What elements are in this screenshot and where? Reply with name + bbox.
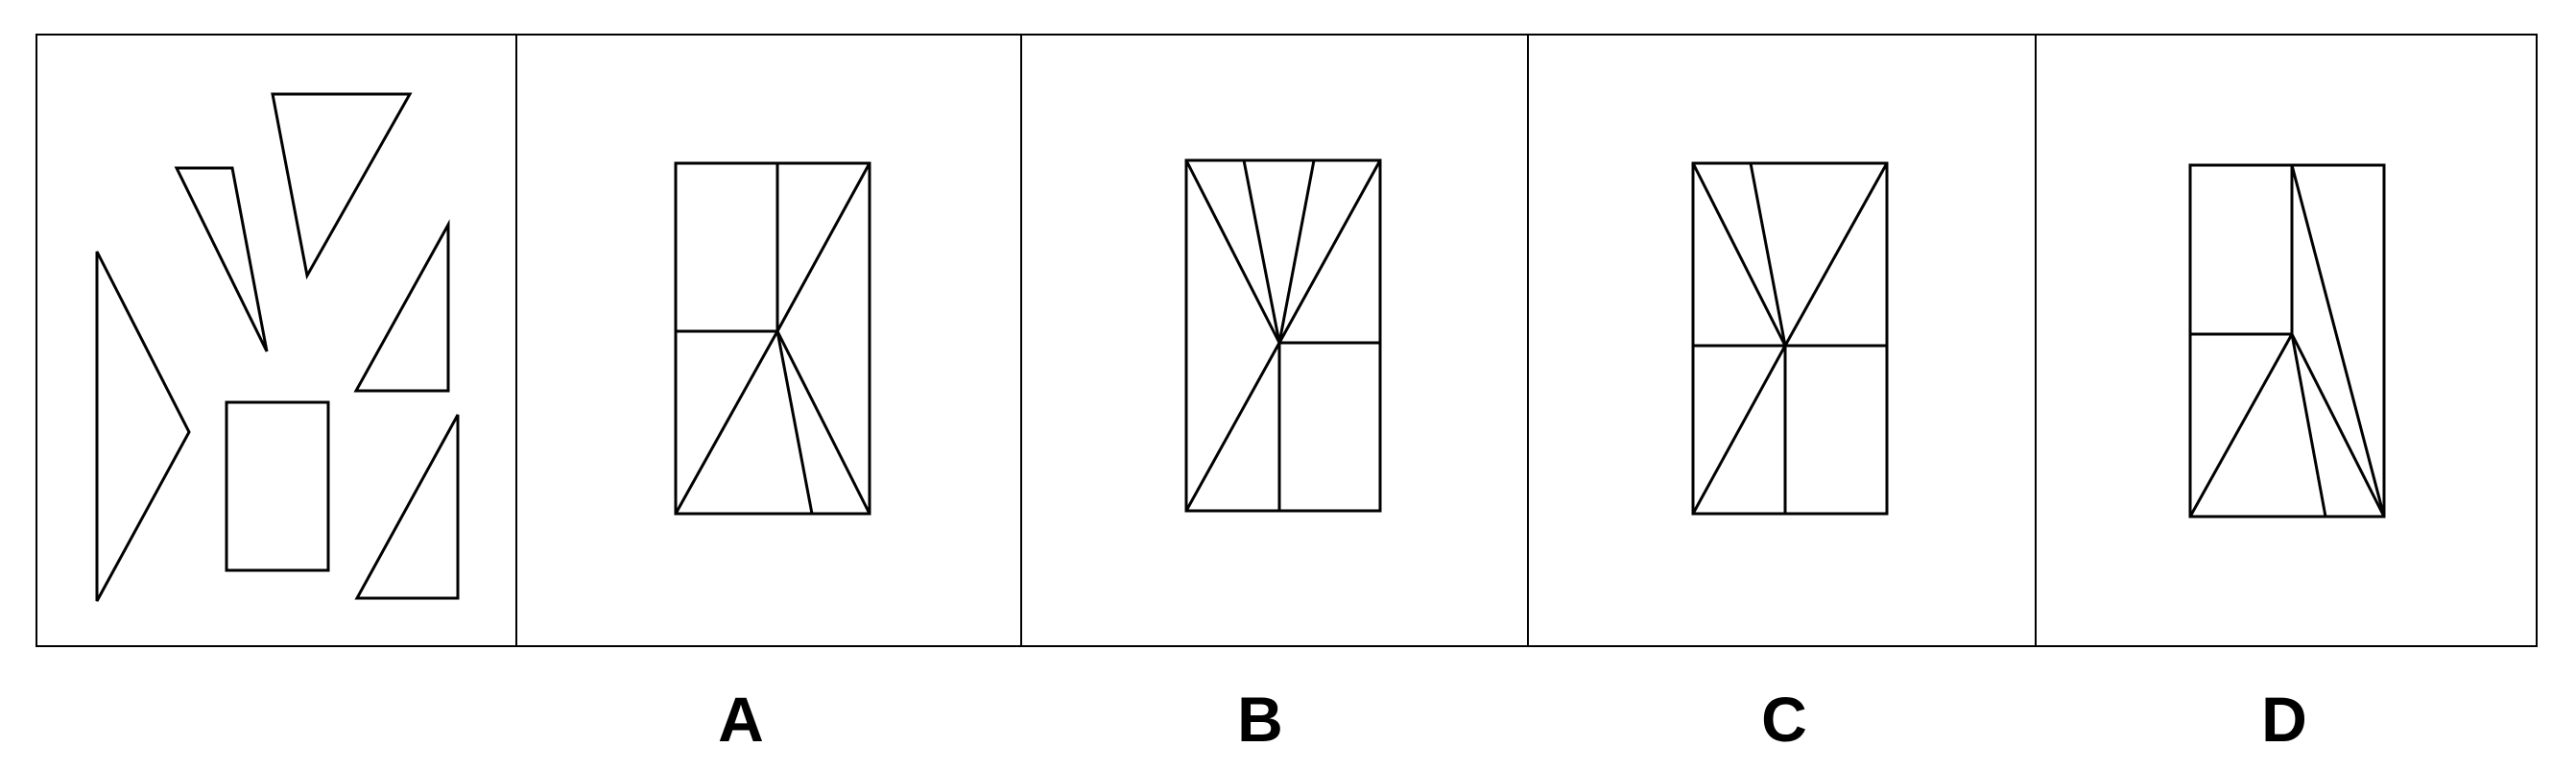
option-c-segment	[1783, 162, 1889, 347]
option-c-figure	[1691, 161, 1889, 516]
option-b-outline	[1184, 158, 1382, 513]
option-b-segment	[1277, 159, 1316, 344]
puzzle-frame	[36, 34, 2538, 647]
option-b-segment	[1277, 159, 1382, 344]
option-c-segment	[1691, 162, 1787, 347]
piece-thin-triangle	[174, 166, 269, 352]
option-d-segment	[2290, 333, 2386, 518]
option-a-figure	[674, 161, 871, 516]
option-b-segment	[1184, 159, 1281, 344]
option-d-segment	[2188, 333, 2294, 518]
option-label-d[interactable]: D	[2261, 684, 2307, 755]
option-label-a[interactable]: A	[718, 684, 764, 755]
option-c-segment	[1691, 345, 1787, 515]
option-d-outline	[2188, 163, 2386, 518]
option-d-segment	[2290, 333, 2327, 518]
option-d-segment	[2290, 164, 2386, 518]
option-label-c[interactable]: C	[1761, 684, 1807, 755]
option-a-segment	[775, 330, 871, 515]
option-a-segment	[775, 162, 871, 332]
option-c-outline	[1691, 161, 1889, 516]
option-b-segment	[1242, 159, 1281, 344]
option-a-segment	[775, 330, 814, 515]
option-b-figure	[1184, 158, 1382, 513]
piece-rectangle	[225, 400, 330, 572]
option-c-segment	[1749, 162, 1787, 347]
option-d-figure	[2188, 163, 2386, 518]
option-a-segment	[674, 330, 779, 515]
option-a-outline	[674, 161, 871, 516]
piece-top-triangle	[271, 92, 413, 280]
piece-right-triangle-lower	[354, 414, 460, 600]
piece-right-triangle-upper	[353, 219, 450, 393]
option-b-segment	[1184, 342, 1281, 512]
piece-large-triangle	[95, 251, 191, 602]
question-panel	[95, 92, 460, 602]
option-label-b[interactable]: B	[1237, 684, 1283, 755]
